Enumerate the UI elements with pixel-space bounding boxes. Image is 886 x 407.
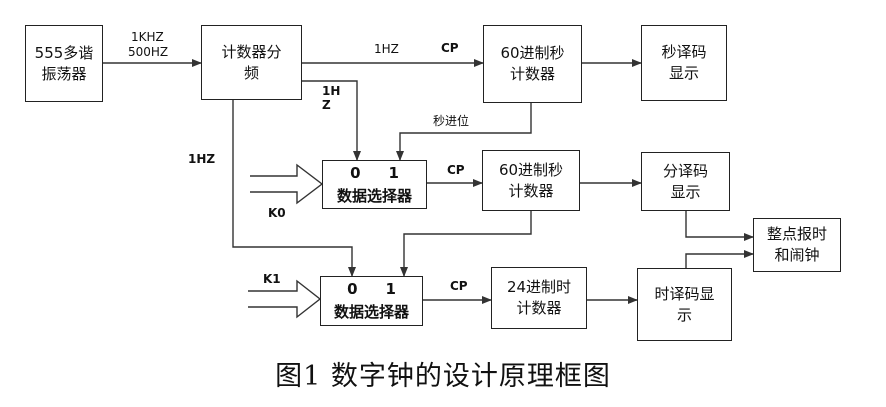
left-1hz-label: 1HZ (188, 152, 216, 166)
hour-display-block: 时译码显 示 (637, 268, 732, 341)
selector1-port0: 0 (347, 280, 358, 298)
data-selector-1: 0 1 数据选择器 (320, 276, 423, 326)
freq-1khz-label: 1KHZ (131, 30, 164, 44)
arrow-sec-carry-to-selector0-port1 (396, 103, 532, 161)
oscillator-block: 555多谐 振荡器 (25, 25, 103, 102)
cp-top-label: CP (441, 41, 459, 55)
selector1-label: 数据选择器 (333, 303, 409, 321)
sec-carry-label: 秒进位 (433, 114, 470, 128)
selector0-port0: 0 (350, 163, 361, 182)
freq-500hz-label: 500HZ (128, 45, 169, 59)
cp-bottom-label: CP (450, 279, 468, 293)
mid-1hz-label: 1H Z (322, 84, 341, 112)
min-display-label: 分译码 显示 (662, 161, 708, 201)
alarm-block: 整点报时 和闹钟 (753, 218, 841, 272)
sec-display-label: 秒译码 显示 (661, 43, 707, 82)
sec-counter-block: 60进制秒 计数器 (483, 25, 582, 103)
arrow-min-display-to-alarm (685, 211, 754, 241)
min-counter-label: 60进制秒 计数器 (498, 160, 564, 200)
selector0-label: 数据选择器 (336, 186, 412, 205)
arrow-hour-display-to-alarm (685, 250, 754, 268)
arrow-min-carry-to-selector1-port1 (400, 211, 532, 277)
k1-input-arrow (248, 279, 322, 319)
oscillator-label: 555多谐 振荡器 (34, 43, 94, 83)
min-counter-block: 60进制秒 计数器 (482, 150, 580, 211)
divider-label: 计数器分 频 (221, 42, 282, 82)
alarm-label: 整点报时 和闹钟 (766, 225, 827, 264)
arrow-divider-to-selector0-port0 (302, 80, 361, 161)
hour-counter-block: 24进制时 计数器 (491, 267, 587, 329)
k0-label: K0 (268, 206, 286, 220)
hour-counter-label: 24进制时 计数器 (506, 278, 572, 317)
min-display-block: 分译码 显示 (641, 152, 730, 211)
hour-display-label: 时译码显 示 (654, 284, 715, 324)
divider-block: 计数器分 频 (201, 25, 302, 100)
figure-caption: 图1 数字钟的设计原理框图 (275, 361, 611, 392)
k1-label: K1 (263, 272, 281, 286)
sec-counter-label: 60进制秒 计数器 (500, 44, 565, 83)
arrow-divider-to-selector1-port0 (232, 100, 356, 277)
selector1-port1: 1 (385, 280, 396, 298)
selector0-port1: 1 (388, 163, 399, 182)
cp-mid-label: CP (447, 163, 465, 177)
k0-input-arrow (250, 163, 324, 205)
sec-display-block: 秒译码 显示 (641, 25, 727, 101)
top-1hz-label: 1HZ (374, 42, 399, 56)
data-selector-0: 0 1 数据选择器 (322, 160, 427, 209)
